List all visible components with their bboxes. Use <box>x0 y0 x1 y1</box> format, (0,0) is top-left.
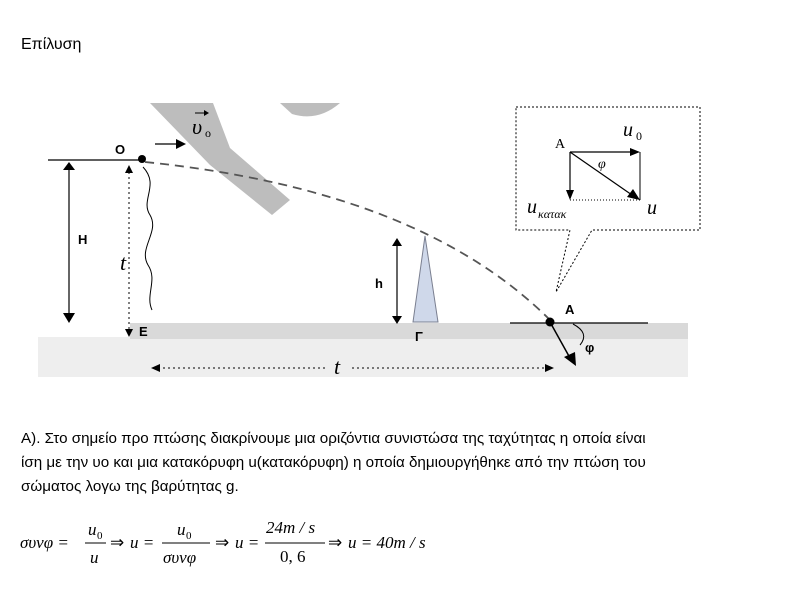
eq-frac2-num: u <box>177 520 186 539</box>
page-heading: Επίλυση <box>21 36 82 53</box>
label-A: A <box>565 302 575 317</box>
label-t-horizontal: t <box>334 354 341 379</box>
t-arrow-head-left <box>151 364 160 372</box>
label-E: E <box>139 324 148 339</box>
inset-u-vector <box>569 151 633 196</box>
h-arrow-head-bottom <box>392 316 402 324</box>
inset-u-arrow-head <box>627 189 640 200</box>
ground-band <box>38 337 688 377</box>
paragraph-line-3: σώματος λογω της βαρύτητας g. <box>21 478 239 495</box>
v0-label: υ ο <box>192 110 211 140</box>
trajectory-curve <box>144 161 551 321</box>
h-arrow-head-top <box>392 238 402 246</box>
label-t-vertical: t <box>120 250 127 275</box>
svg-text:0: 0 <box>636 129 642 143</box>
v0-arrow-head <box>176 139 186 149</box>
impact-velocity-arrow-head <box>564 352 576 366</box>
eq-frac3-den: 0, 6 <box>280 547 306 566</box>
projectile-figure: H t E O υ ο h Γ t A φ A <box>38 103 701 379</box>
inset-u0-arrow-head <box>630 148 640 156</box>
inset-label-ukatak: u κατακ <box>527 196 567 221</box>
label-h: h <box>375 276 383 291</box>
svg-text:u: u <box>527 196 537 218</box>
label-H: H <box>78 232 87 247</box>
background-shape <box>150 103 290 215</box>
obstacle-triangle <box>412 235 439 323</box>
ground-surface <box>130 323 688 339</box>
t-arrow-head-right <box>545 364 554 372</box>
eq-arrow1: ⇒ <box>110 533 124 552</box>
label-phi: φ <box>585 340 594 355</box>
point-O <box>138 155 146 163</box>
inset-label-u: u <box>647 197 657 219</box>
eq-mid2: u = <box>235 533 259 552</box>
eq-arrow2: ⇒ <box>215 533 229 552</box>
solution-paragraph: Α). Στο σημείο προ πτώσης διακρίνουμε μι… <box>21 427 781 499</box>
time-arrow-head <box>125 165 133 173</box>
paragraph-line-1: Α). Στο σημείο προ πτώσης διακρίνουμε μι… <box>21 430 646 447</box>
wavy-fall-line <box>142 166 154 311</box>
eq-result: u = 40m / s <box>348 533 426 552</box>
svg-text:υ: υ <box>192 114 202 139</box>
inset-ukatak-arrow-head <box>566 190 574 200</box>
eq-frac1-den: u <box>90 548 99 567</box>
label-O: O <box>115 142 125 157</box>
eq-arrow3: ⇒ <box>328 533 342 552</box>
eq-mid1: u = <box>130 533 154 552</box>
inset-label-u0: u 0 <box>623 119 642 143</box>
impact-velocity-arrow <box>549 321 571 359</box>
label-G: Γ <box>415 329 423 344</box>
background-shape-2 <box>280 103 340 117</box>
eq-frac1-num-sub: 0 <box>97 530 103 542</box>
height-arrow-head-bottom <box>63 313 75 323</box>
time-arrow-head-bottom <box>125 329 133 337</box>
svg-text:u: u <box>623 119 633 141</box>
impact-angle-arc <box>572 323 585 346</box>
eq-lhs: συνφ = <box>20 533 69 552</box>
inset-label-A: A <box>555 137 566 152</box>
inset-label-phi: φ <box>598 157 606 172</box>
vector-inset-box <box>515 106 701 293</box>
svg-text:κατακ: κατακ <box>538 207 567 221</box>
eq-frac3-num: 24m / s <box>266 518 316 537</box>
equation: συνφ = u 0 u ⇒ u = u 0 συνφ ⇒ u = 24m / … <box>20 518 426 567</box>
eq-frac2-den: συνφ <box>163 548 196 567</box>
paragraph-line-2: ίση με την υο και μια κατακόρυφη u(κατακ… <box>21 454 646 471</box>
height-arrow-head-top <box>63 162 75 170</box>
eq-frac1-num: u <box>88 520 97 539</box>
eq-frac2-num-sub: 0 <box>186 530 192 542</box>
svg-text:ο: ο <box>205 126 211 140</box>
